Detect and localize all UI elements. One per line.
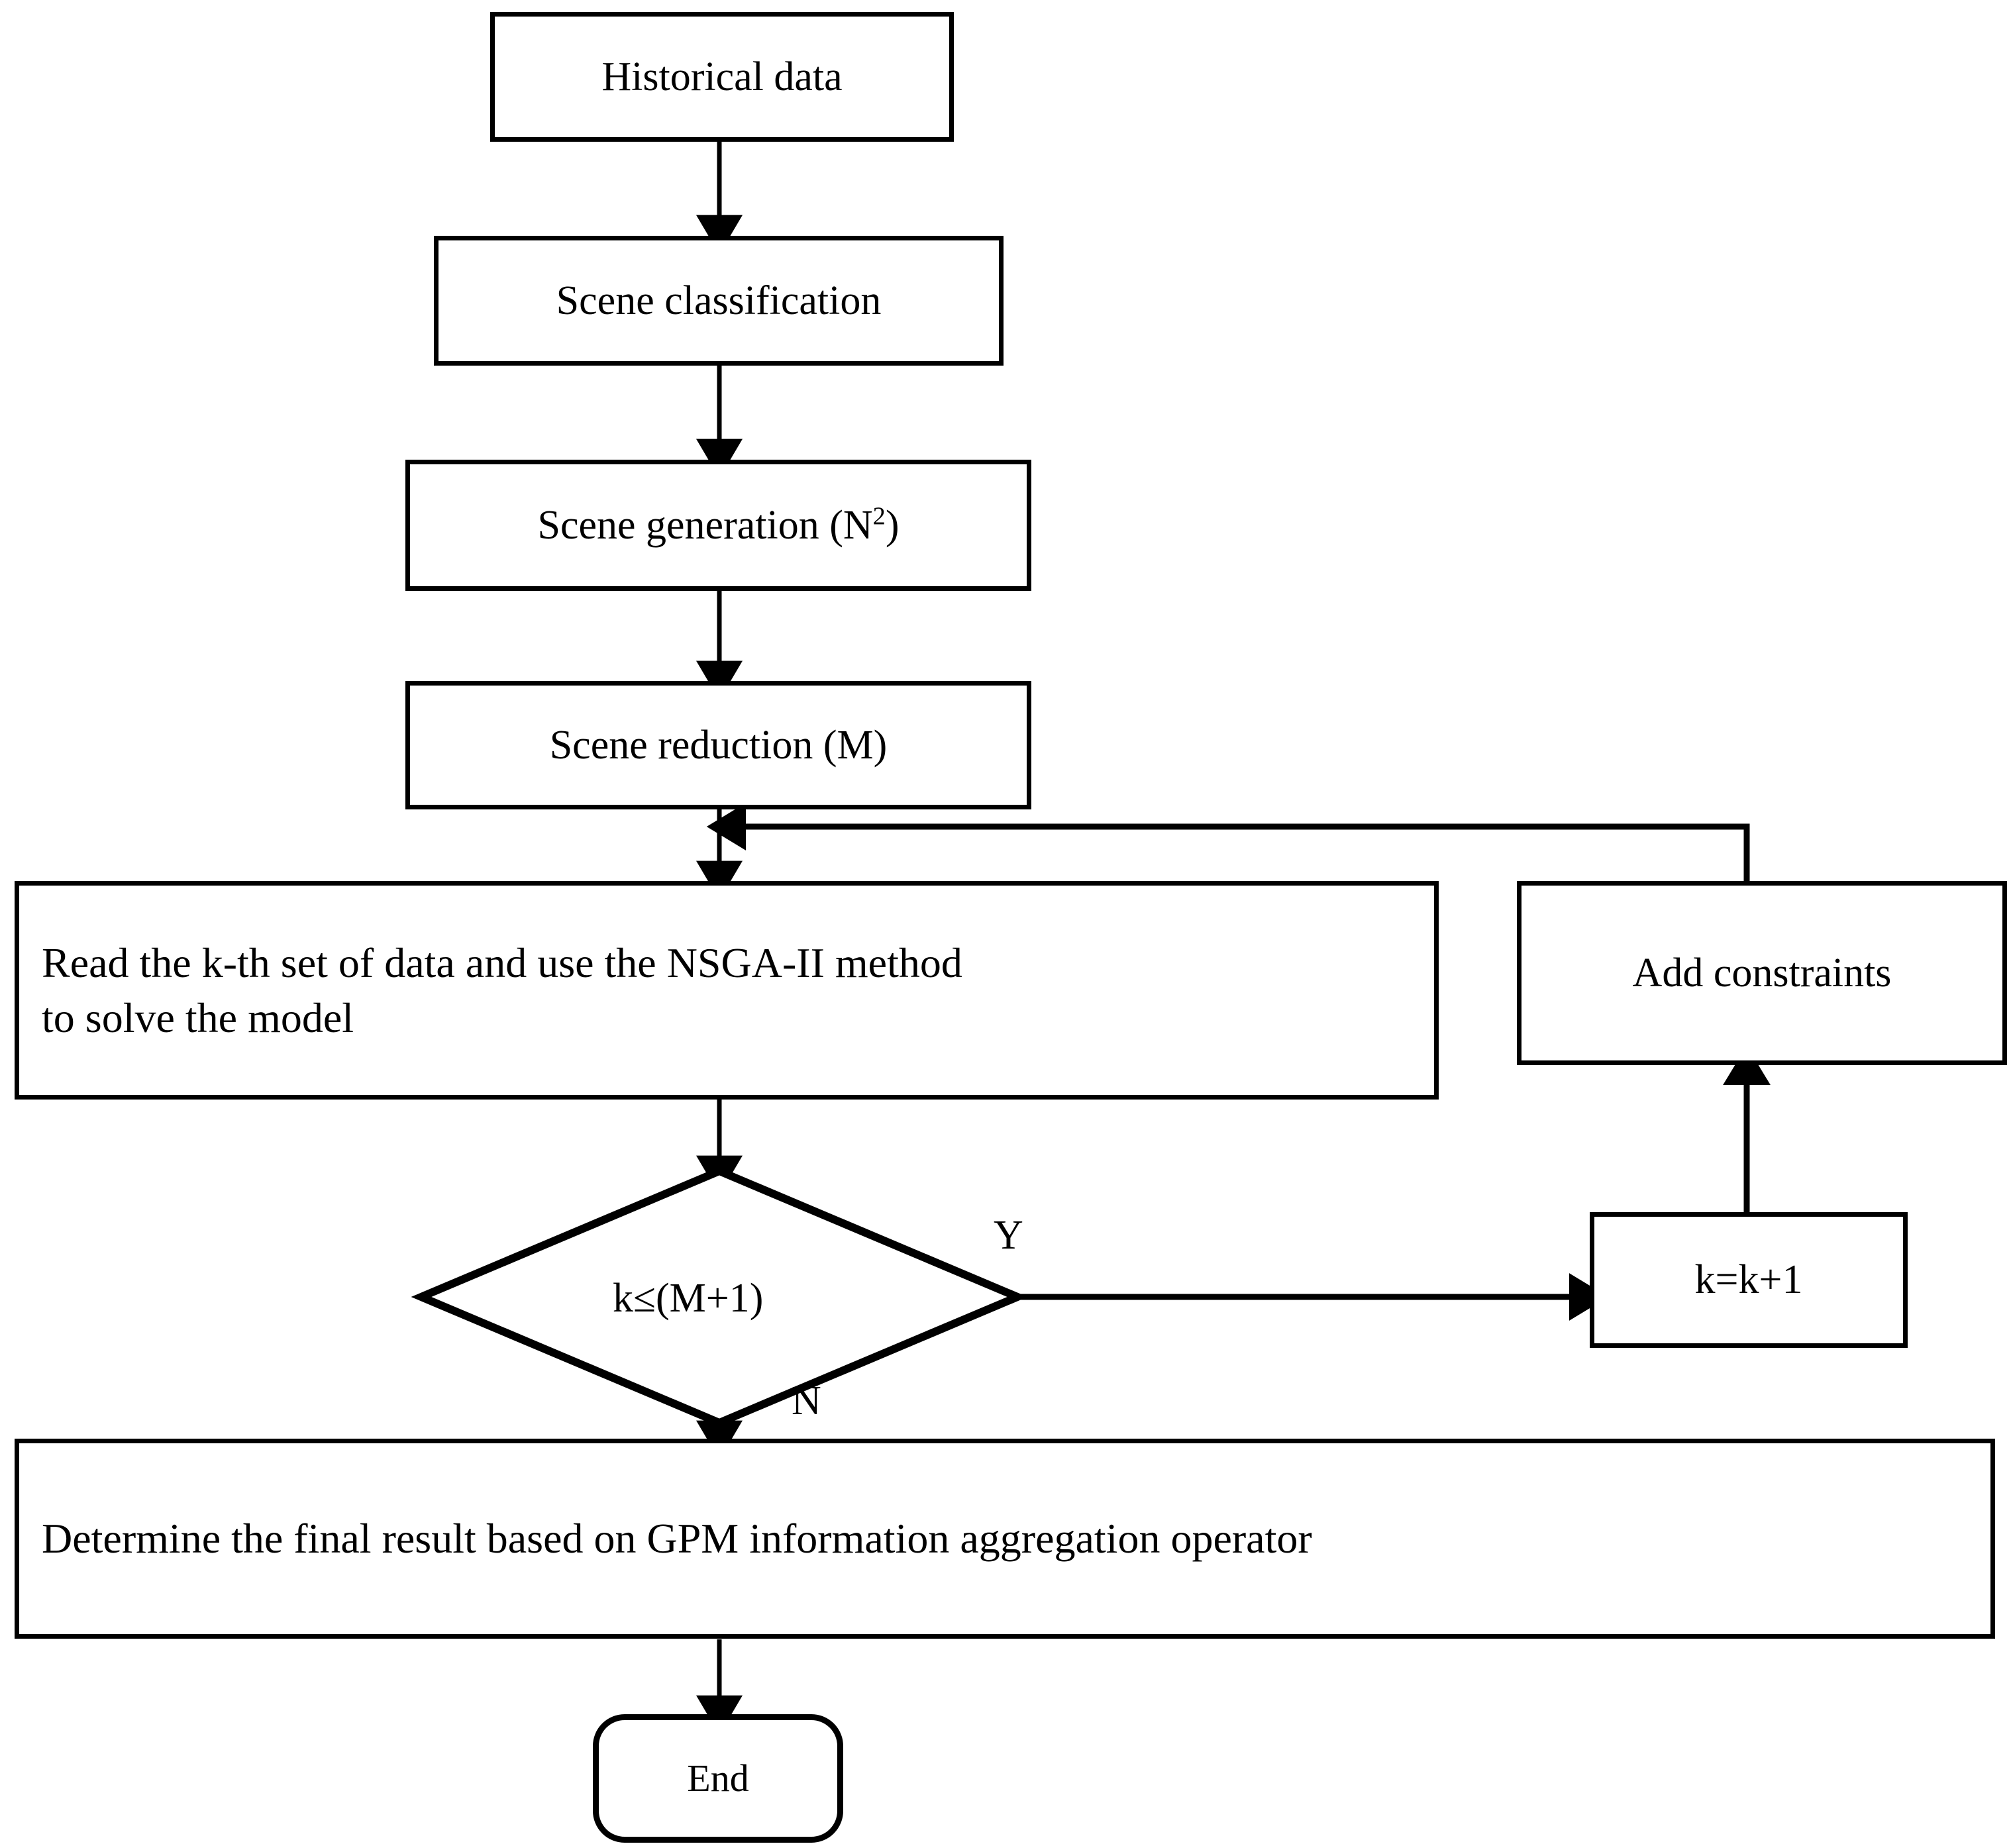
node-end[interactable]: End [593,1714,843,1843]
node-add-constraints[interactable]: Add constraints [1517,881,2007,1065]
node-historical-data-label: Historical data [601,54,843,99]
node-add-constraints-label: Add constraints [1632,950,1892,996]
node-scene-generation[interactable]: Scene generation (N2) [405,460,1031,591]
node-determine-result-label: Determine the final result based on GPM … [42,1515,1312,1563]
node-scene-classification-label: Scene classification [556,278,882,323]
node-scene-classification[interactable]: Scene classification [434,236,1004,366]
decision-diamond-shape [411,1166,1028,1427]
edge-label-no: N [792,1378,821,1423]
connector-feedback-loop [706,803,1750,881]
node-scene-generation-label-prefix: Scene generation (N [537,502,873,548]
node-end-label: End [687,1757,749,1800]
node-increment-k-label: k=k+1 [1694,1257,1803,1303]
node-scene-reduction[interactable]: Scene reduction (M) [405,681,1031,809]
node-scene-generation-label-suffix: ) [885,502,900,548]
node-scene-generation-label-superscript: 2 [872,502,886,531]
node-read-solve-label: Read the k-th set of data and use the NS… [42,939,962,1041]
node-increment-k[interactable]: k=k+1 [1590,1212,1908,1348]
node-scene-generation-label: Scene generation (N2) [538,499,900,552]
edge-label-yes: Y [994,1213,1023,1258]
node-read-solve[interactable]: Read the k-th set of data and use the NS… [15,881,1439,1100]
node-determine-result[interactable]: Determine the final result based on GPM … [15,1439,1995,1639]
node-historical-data[interactable]: Historical data [490,12,954,142]
node-decision-label: k≤(M+1) [613,1276,764,1321]
node-scene-reduction-label: Scene reduction (M) [549,722,888,768]
